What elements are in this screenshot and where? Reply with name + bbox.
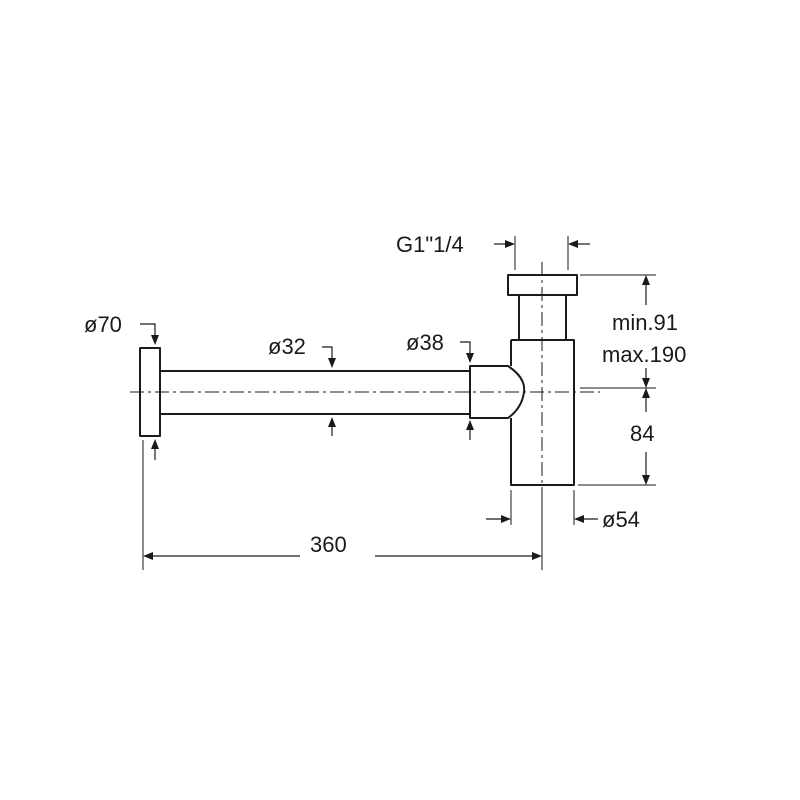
pipe-diameter-label: ø32 [268, 334, 306, 359]
body-diameter-label: ø54 [602, 507, 640, 532]
connector-diameter-label: ø38 [406, 330, 444, 355]
height-min-label: min.91 [612, 310, 678, 335]
body-height-label: 84 [630, 421, 654, 446]
dimension-length [143, 552, 542, 560]
dimension-thread [494, 240, 590, 248]
horizontal-pipe [160, 370, 470, 415]
dimension-flange-diameter [140, 323, 159, 460]
flange-diameter-label: ø70 [84, 312, 122, 337]
extension-lines [142, 236, 656, 570]
height-max-label: max.190 [602, 342, 686, 367]
center-lines [130, 262, 600, 500]
dimension-height-range [642, 275, 650, 388]
thread-label: G1"1/4 [396, 232, 464, 257]
length-label: 360 [310, 532, 347, 557]
dimension-body-height [642, 388, 650, 485]
tail-pipe [518, 295, 567, 340]
dimension-body-diameter [486, 515, 598, 523]
dimension-connector-diameter [460, 341, 474, 440]
dimension-pipe-diameter [322, 346, 336, 436]
trap-body [510, 339, 575, 486]
